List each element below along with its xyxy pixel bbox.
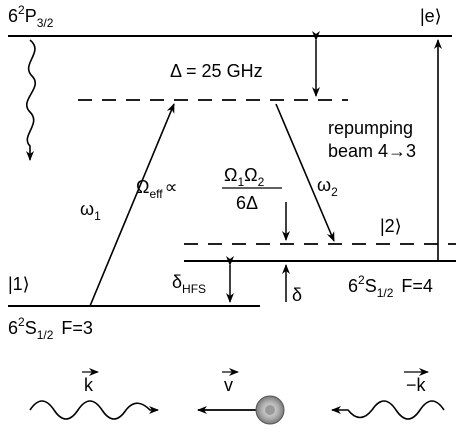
v-vector-label: v <box>224 375 233 395</box>
excited-state-label: 62P3/2 <box>8 3 54 30</box>
minus-k-beam-wave <box>331 400 445 420</box>
omega2-arrow <box>275 103 335 242</box>
omega1-label: ω1 <box>80 199 101 223</box>
excited-sup: 2 <box>18 3 25 17</box>
minus-k-vector-label: −k <box>406 375 427 395</box>
repump-label-1: repumping <box>328 118 413 138</box>
detuning-label: Δ = 25 GHz <box>170 61 263 81</box>
atom-core <box>265 405 275 415</box>
omega-eff-label: Ωeff∝ <box>136 177 177 201</box>
excited-prefix: 6 <box>8 6 18 26</box>
k-vector-label: k <box>84 375 94 395</box>
omega1-arrow <box>89 103 175 307</box>
formula-denominator: 6Δ <box>236 193 258 213</box>
delta-label: δ <box>292 285 302 305</box>
spontaneous-emission-wave <box>26 39 36 161</box>
ket-1-label: |1⟩ <box>8 274 30 294</box>
k-beam-wave <box>29 400 159 420</box>
ket-e-label: |e⟩ <box>420 6 442 26</box>
excited-sub: 3/2 <box>37 16 54 30</box>
ket-2-label: |2⟩ <box>380 216 402 236</box>
excited-P: P <box>25 6 37 26</box>
repump-label-2: beam 4→3 <box>328 141 416 161</box>
delta-hfs-label: δHFS <box>172 272 206 296</box>
omega2-label: ω2 <box>317 175 338 199</box>
formula-numerator: Ω1Ω2 <box>224 165 265 189</box>
